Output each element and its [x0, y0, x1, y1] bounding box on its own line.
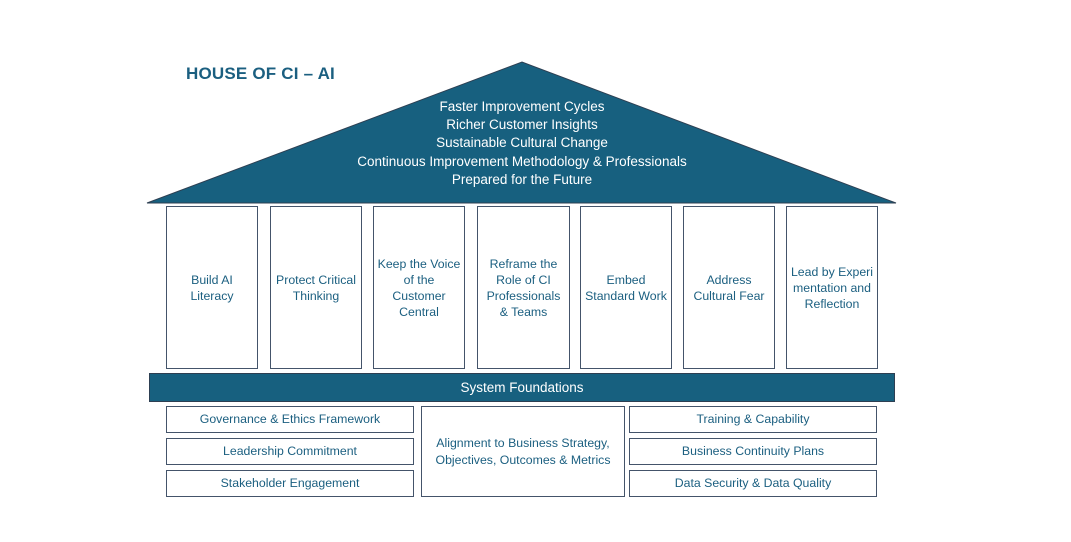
- foundation-item: Stakeholder Engagement: [166, 470, 414, 497]
- pillar-label: Reframe the Role of CI Professionals & T…: [486, 256, 561, 319]
- foundation-item-label: Stakeholder Engagement: [220, 476, 360, 491]
- foundation-item-label: Data Security & Data Quality: [674, 476, 832, 491]
- foundation-title: System Foundations: [460, 380, 584, 395]
- outcome-item: Sustainable Cultural Change: [436, 135, 608, 151]
- pillar-label: Build AI Literacy: [190, 272, 234, 303]
- foundation-item-label: Leadership Commitment: [223, 444, 357, 459]
- foundation-center-item: Alignment to Business Strategy, Objectiv…: [421, 406, 625, 497]
- foundation-item-label: Governance & Ethics Framework: [199, 412, 381, 427]
- pillar-label: Embed Standard Work: [585, 272, 667, 303]
- pillar: Protect Critical Thinking: [270, 206, 362, 369]
- pillar: Address Cultural Fear: [683, 206, 775, 369]
- pillar-label: Protect Critical Thinking: [276, 272, 356, 303]
- outcome-item: Prepared for the Future: [451, 171, 593, 187]
- foundation-item: Training & Capability: [629, 406, 877, 433]
- pillar: Reframe the Role of CI Professionals & T…: [477, 206, 570, 369]
- roof-outcomes: Faster Improvement Cycles Richer Custome…: [300, 98, 744, 189]
- pillar-label: Keep the Voice of the Customer Central: [377, 256, 461, 319]
- roof-triangle: [146, 61, 897, 204]
- system-foundations-bar: System Foundations: [149, 373, 895, 402]
- outcome-item: Continuous Improvement Methodology & Pro…: [357, 153, 687, 169]
- pillar-label: Address Cultural Fear: [693, 272, 765, 303]
- foundation-item-label: Alignment to Business Strategy, Objectiv…: [435, 436, 611, 467]
- foundation-item-label: Training & Capability: [696, 412, 810, 427]
- diagram-title: HOUSE OF CI – AI: [186, 64, 335, 83]
- foundation-item: Data Security & Data Quality: [629, 470, 877, 497]
- outcome-item: Faster Improvement Cycles: [439, 99, 605, 114]
- outcome-item: Richer Customer Insights: [446, 117, 598, 133]
- pillar: Lead by Experimentation and Reflection: [786, 206, 878, 369]
- foundation-item-label: Business Continuity Plans: [681, 444, 825, 459]
- foundation-item: Leadership Commitment: [166, 438, 414, 465]
- foundation-item: Governance & Ethics Framework: [166, 406, 414, 433]
- pillar: Embed Standard Work: [580, 206, 672, 369]
- pillar-label: Lead by Experimentation and Reflection: [790, 264, 874, 311]
- pillar: Build AI Literacy: [166, 206, 258, 369]
- pillar: Keep the Voice of the Customer Central: [373, 206, 465, 369]
- foundation-item: Business Continuity Plans: [629, 438, 877, 465]
